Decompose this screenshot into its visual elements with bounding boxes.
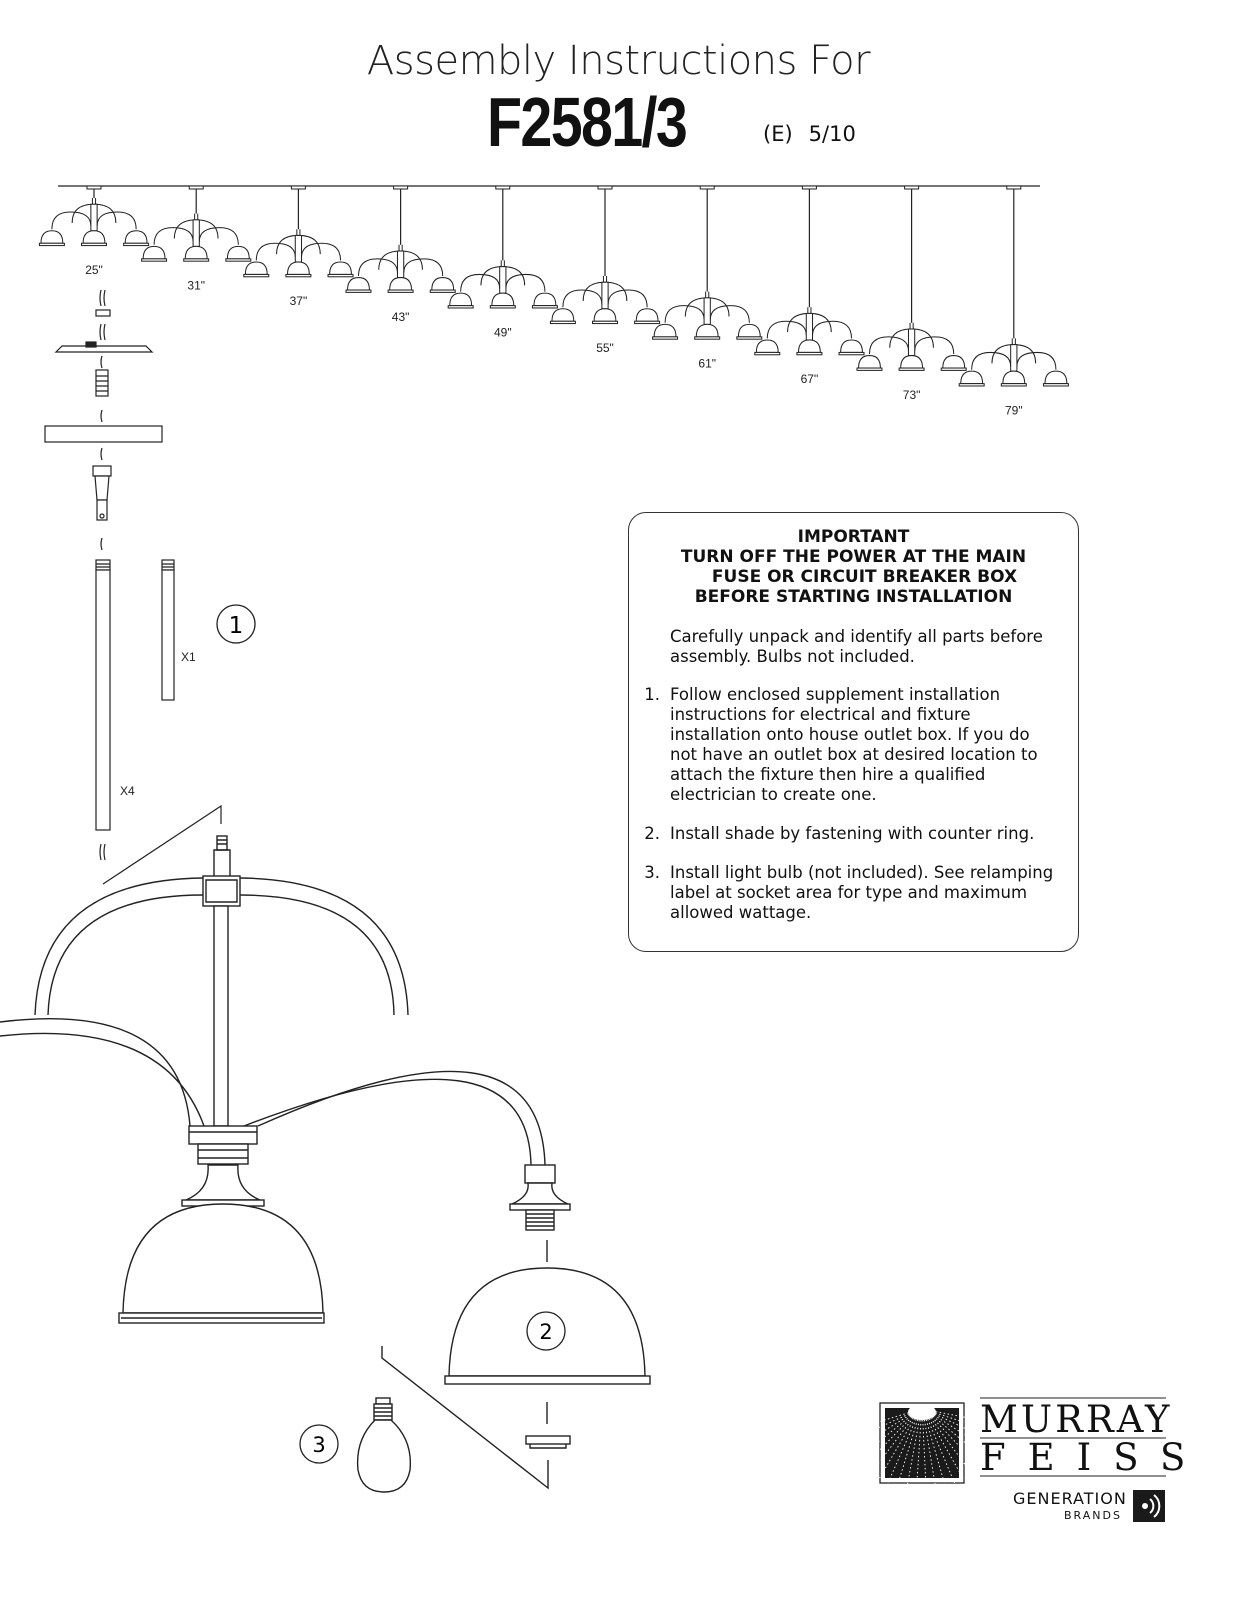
sunburst-ray xyxy=(844,1412,909,1433)
instruction-number: 2. xyxy=(644,824,660,843)
sunburst-ray xyxy=(935,1411,1001,1425)
canopy xyxy=(393,185,409,190)
mini-fixture xyxy=(652,291,763,340)
canopy xyxy=(597,185,613,190)
sunburst-ray xyxy=(857,1415,912,1459)
parent-brand-sub: BRANDS xyxy=(1064,1509,1122,1522)
notice-heading-line: BEFORE STARTING INSTALLATION xyxy=(694,587,1013,607)
instruction-number: 1. xyxy=(644,685,660,704)
sunburst-ray xyxy=(931,1416,979,1467)
height-label: 61" xyxy=(698,357,716,371)
sunburst-ray xyxy=(930,1417,972,1474)
step-3-number: 3 xyxy=(312,1433,325,1457)
canopy xyxy=(904,185,920,190)
mini-fixture xyxy=(447,259,558,309)
revision-info: (E) 5/10 xyxy=(763,122,872,146)
brand-name-line2: FEISS xyxy=(980,1436,1208,1479)
mini-fixture xyxy=(141,213,252,262)
generation-brands-icon xyxy=(1133,1490,1165,1522)
sunburst-ray xyxy=(932,1415,986,1460)
height-label: 79" xyxy=(1005,403,1023,417)
document-title: Assembly Instructions For xyxy=(366,38,871,84)
canopy xyxy=(1006,185,1022,190)
canopy xyxy=(188,185,204,190)
revision-date: 5/10 xyxy=(808,122,856,146)
height-option: 73" xyxy=(856,185,967,402)
murray-feiss-logo xyxy=(844,1402,1001,1490)
brand-name-line1: MURRAY xyxy=(980,1398,1173,1441)
step-1-marker: 1 xyxy=(216,604,256,644)
height-label: 43" xyxy=(392,310,410,324)
mini-fixture xyxy=(958,337,1069,387)
notice-heading-line: TURN OFF THE POWER AT THE MAIN xyxy=(680,547,1027,567)
height-label: 49" xyxy=(494,325,512,339)
sunburst-ray xyxy=(928,1418,964,1479)
sunburst-ray xyxy=(848,1413,910,1442)
instruction-item: 1. Follow enclosed supplement installatio… xyxy=(629,685,1060,805)
qty-long-rod: X4 xyxy=(120,784,135,798)
notice-heading-line: IMPORTANT xyxy=(797,527,910,547)
instruction-list: 1. Follow enclosed supplement installatio… xyxy=(629,685,1060,923)
height-option: 49" xyxy=(447,185,558,339)
height-label: 37" xyxy=(290,294,308,308)
notice-heading: IMPORTANT TURN OFF THE POWER AT THE MAIN… xyxy=(629,527,1078,607)
instruction-text: Install light bulb (not included). See r… xyxy=(670,863,1054,922)
sunburst-ray xyxy=(871,1417,914,1473)
height-option: 79" xyxy=(958,185,1069,417)
mini-fixture xyxy=(856,322,967,371)
step-2-marker: 2 xyxy=(526,1311,566,1351)
height-options: 25" 31" 37" 43" 49" 55" 61" 67" 73" 79" xyxy=(38,185,1069,417)
height-option: 67" xyxy=(754,185,865,386)
height-option: 61" xyxy=(652,185,763,371)
height-label: 25" xyxy=(85,263,103,277)
instruction-item: 3. Install light bulb (not included). See… xyxy=(629,863,1060,923)
height-label: 67" xyxy=(801,372,819,386)
instruction-text: Install shade by fastening with counter … xyxy=(670,824,1035,843)
important-notice: IMPORTANT TURN OFF THE POWER AT THE MAIN… xyxy=(628,512,1079,952)
notice-heading-line: FUSE OR CIRCUIT BREAKER BOX xyxy=(711,567,1018,587)
instruction-item: 2. Install shade by fastening with counte… xyxy=(629,824,1060,844)
step-3-marker: 3 xyxy=(299,1424,339,1464)
mini-fixture xyxy=(38,197,150,247)
sunburst-ray xyxy=(935,1412,999,1434)
mini-fixture xyxy=(549,275,661,325)
mini-fixture xyxy=(345,244,456,293)
canopy xyxy=(86,185,102,190)
fixture-body xyxy=(0,835,651,1493)
mini-fixture xyxy=(243,228,354,278)
sunburst-ray xyxy=(864,1416,913,1466)
step-2-number: 2 xyxy=(539,1320,552,1344)
model-number: F2581/3 xyxy=(487,83,688,161)
qty-short-rod: X1 xyxy=(181,650,196,664)
parent-brand: GENERATION xyxy=(1013,1489,1127,1508)
sunburst-ray xyxy=(934,1413,996,1443)
step-1-number: 1 xyxy=(229,613,244,639)
notice-intro: Carefully unpack and identify all parts … xyxy=(670,627,1043,666)
hanging-kit xyxy=(44,289,222,885)
canopy xyxy=(699,185,715,190)
height-option: 55" xyxy=(549,185,661,355)
mini-fixture xyxy=(754,306,865,356)
sunburst-ray xyxy=(879,1418,915,1479)
height-label: 73" xyxy=(903,388,921,402)
height-option: 37" xyxy=(243,185,354,308)
height-label: 31" xyxy=(187,279,205,293)
height-option: 25" xyxy=(38,185,150,277)
height-option: 43" xyxy=(345,185,456,324)
canopy xyxy=(290,185,306,190)
instruction-number: 3. xyxy=(644,863,660,882)
height-option: 31" xyxy=(141,185,252,293)
instruction-text: Follow enclosed supplement installation … xyxy=(670,685,1038,804)
height-label: 55" xyxy=(596,341,614,355)
canopy xyxy=(801,185,817,190)
canopy xyxy=(495,185,511,190)
edition-label: (E) xyxy=(763,122,793,146)
